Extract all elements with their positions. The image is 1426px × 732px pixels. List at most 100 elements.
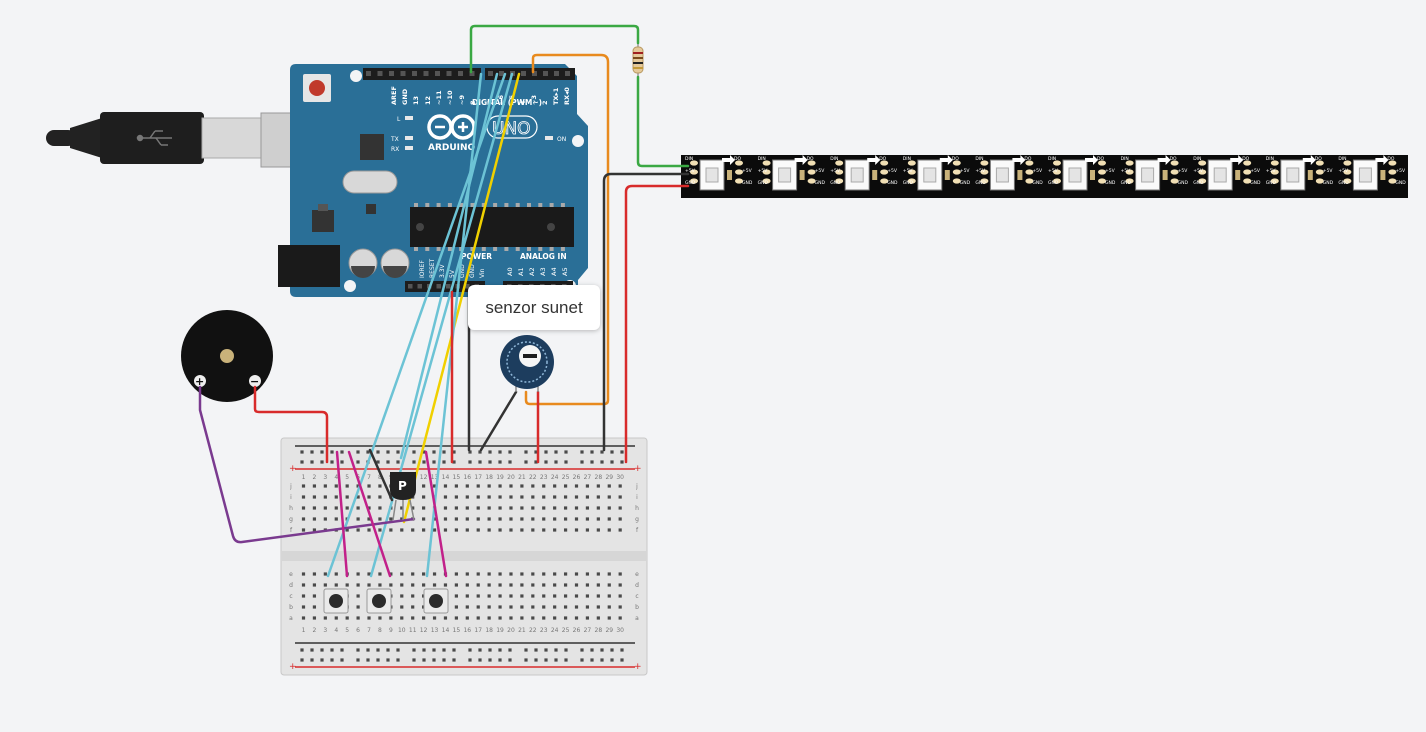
breadboard-hole[interactable] — [607, 528, 611, 532]
breadboard-hole[interactable] — [378, 517, 382, 521]
breadboard-hole[interactable] — [498, 484, 502, 488]
breadboard-hole[interactable] — [432, 572, 437, 576]
rail-hole[interactable] — [376, 450, 380, 454]
breadboard-hole[interactable] — [378, 583, 382, 587]
breadboard-hole[interactable] — [400, 517, 404, 521]
rail-hole[interactable] — [534, 648, 538, 652]
breadboard-hole[interactable] — [531, 484, 535, 488]
breadboard-hole[interactable] — [443, 616, 448, 620]
rail-hole[interactable] — [386, 460, 390, 464]
breadboard-hole[interactable] — [367, 484, 371, 488]
breadboard-hole[interactable] — [596, 517, 600, 521]
rail-hole[interactable] — [340, 648, 344, 652]
rail-hole[interactable] — [340, 658, 344, 662]
rail-hole[interactable] — [544, 450, 548, 454]
breadboard-hole[interactable] — [542, 506, 546, 510]
rail-hole[interactable] — [422, 658, 426, 662]
breadboard-hole[interactable] — [607, 484, 611, 488]
rail-hole[interactable] — [498, 460, 502, 464]
breadboard-hole[interactable] — [356, 572, 360, 576]
breadboard-hole[interactable] — [487, 605, 491, 609]
breadboard-hole[interactable] — [520, 517, 524, 521]
breadboard-hole[interactable] — [454, 517, 458, 521]
rail-hole[interactable] — [620, 648, 624, 652]
wire-red-buzzer[interactable] — [253, 385, 329, 464]
breadboard-hole[interactable] — [367, 506, 371, 510]
breadboard-hole[interactable] — [301, 495, 306, 499]
breadboard-hole[interactable] — [542, 528, 546, 532]
rail-hole[interactable] — [396, 658, 400, 662]
rail-hole[interactable] — [468, 460, 472, 464]
breadboard-hole[interactable] — [607, 572, 611, 576]
rail-hole[interactable] — [340, 450, 344, 454]
breadboard-hole[interactable] — [607, 517, 611, 521]
header-pin[interactable] — [532, 71, 537, 76]
potentiometer[interactable] — [500, 335, 554, 392]
rail-hole[interactable] — [356, 658, 360, 662]
breadboard-hole[interactable] — [509, 572, 513, 576]
rail-hole[interactable] — [376, 460, 380, 464]
rail-hole[interactable] — [468, 450, 472, 454]
breadboard-hole[interactable] — [476, 484, 480, 488]
breadboard-hole[interactable] — [400, 528, 404, 532]
header-pin[interactable] — [446, 71, 452, 76]
breadboard-hole[interactable] — [585, 506, 590, 510]
breadboard-hole[interactable] — [574, 517, 579, 521]
breadboard-hole[interactable] — [498, 528, 502, 532]
rail-hole[interactable] — [600, 450, 604, 454]
breadboard-hole[interactable] — [443, 517, 448, 521]
rail-hole[interactable] — [544, 648, 548, 652]
breadboard-hole[interactable] — [312, 484, 317, 488]
breadboard-hole[interactable] — [585, 484, 590, 488]
breadboard-hole[interactable] — [509, 616, 513, 620]
breadboard-hole[interactable] — [312, 572, 317, 576]
breadboard-hole[interactable] — [334, 572, 338, 576]
rail-hole[interactable] — [590, 460, 594, 464]
breadboard-hole[interactable] — [411, 594, 415, 598]
rail-hole[interactable] — [340, 460, 344, 464]
breadboard-hole[interactable] — [618, 572, 622, 576]
breadboard-hole[interactable] — [301, 605, 306, 609]
breadboard-hole[interactable] — [400, 594, 404, 598]
rail-hole[interactable] — [386, 658, 390, 662]
rail-hole[interactable] — [442, 658, 446, 662]
breadboard-hole[interactable] — [596, 506, 600, 510]
breadboard-hole[interactable] — [618, 506, 622, 510]
breadboard-hole[interactable] — [465, 484, 469, 488]
rail-hole[interactable] — [488, 658, 492, 662]
breadboard-hole[interactable] — [487, 517, 491, 521]
rail-hole[interactable] — [366, 450, 370, 454]
breadboard-hole[interactable] — [411, 583, 415, 587]
wire-magenta-button3[interactable] — [424, 450, 448, 578]
breadboard-hole[interactable] — [618, 616, 622, 620]
rail-hole[interactable] — [356, 648, 360, 652]
rail-hole[interactable] — [544, 658, 548, 662]
breadboard-hole[interactable] — [345, 616, 349, 620]
breadboard-hole[interactable] — [356, 528, 360, 532]
breadboard-hole[interactable] — [531, 572, 535, 576]
breadboard-hole[interactable] — [487, 528, 491, 532]
rail-hole[interactable] — [320, 450, 324, 454]
breadboard-hole[interactable] — [607, 506, 611, 510]
breadboard-hole[interactable] — [334, 506, 338, 510]
rail-hole[interactable] — [508, 648, 512, 652]
rail-hole[interactable] — [534, 460, 538, 464]
breadboard-hole[interactable] — [476, 572, 480, 576]
breadboard-hole[interactable] — [400, 616, 404, 620]
rail-hole[interactable] — [620, 460, 624, 464]
breadboard-hole[interactable] — [542, 605, 546, 609]
breadboard-hole[interactable] — [301, 616, 306, 620]
header-pin[interactable] — [469, 71, 475, 76]
header-pin[interactable] — [435, 71, 440, 76]
breadboard-hole[interactable] — [345, 528, 349, 532]
rail-hole[interactable] — [580, 648, 584, 652]
breadboard-hole[interactable] — [574, 605, 579, 609]
rail-hole[interactable] — [376, 658, 380, 662]
rail-hole[interactable] — [564, 450, 568, 454]
header-pin[interactable] — [465, 284, 470, 289]
